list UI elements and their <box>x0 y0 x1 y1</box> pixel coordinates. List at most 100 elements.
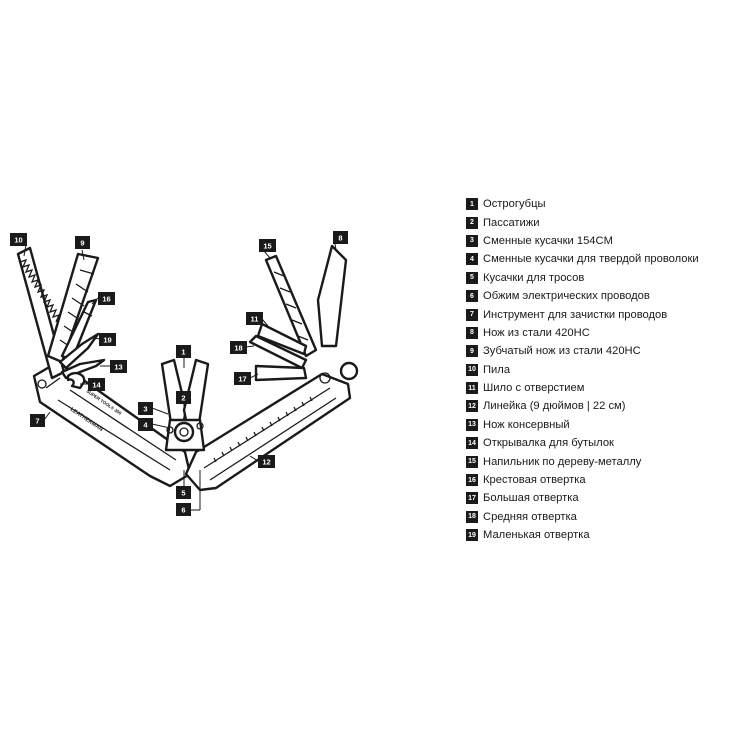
callout-1: 1 <box>176 345 191 358</box>
svg-text:3: 3 <box>143 405 147 414</box>
legend-number: 3 <box>466 234 478 247</box>
callout-5: 5 <box>176 486 191 499</box>
legend-item: 16 Крестовая отвертка <box>466 471 732 489</box>
svg-text:5: 5 <box>181 489 185 498</box>
large-screwdriver <box>254 364 308 382</box>
legend-number: 10 <box>466 363 478 376</box>
svg-text:16: 16 <box>102 295 110 304</box>
svg-text:7: 7 <box>35 417 39 426</box>
legend-label: Пила <box>483 363 511 376</box>
legend-number: 11 <box>466 382 478 395</box>
callout-18: 18 <box>230 341 247 354</box>
svg-text:9: 9 <box>80 239 84 248</box>
small-screwdriver <box>58 332 100 370</box>
callout-7: 7 <box>30 414 45 427</box>
legend-number: 12 <box>466 400 478 413</box>
callout-15: 15 <box>259 239 276 252</box>
svg-text:12: 12 <box>262 458 270 467</box>
callout-12: 12 <box>258 455 275 468</box>
legend-label: Нож из стали 420НС <box>483 326 590 339</box>
legend-item: 2 Пассатижи <box>466 213 732 231</box>
callout-3: 3 <box>138 402 153 415</box>
legend-item: 13 Нож консервный <box>466 416 732 434</box>
legend-label: Средняя отвертка <box>483 510 577 523</box>
callout-4: 4 <box>138 418 153 431</box>
legend-number: 17 <box>466 492 478 505</box>
legend-label: Пассатижи <box>483 216 540 229</box>
legend-number: 1 <box>466 198 478 211</box>
callout-17: 17 <box>234 372 251 385</box>
pliers <box>160 358 210 452</box>
legend-label: Обжим электрических проводов <box>483 290 650 303</box>
straight-knife <box>316 244 348 348</box>
callout-10: 10 <box>10 233 27 246</box>
legend-label: Линейка (9 дюймов | 22 см) <box>483 400 626 413</box>
multitool-diagram: LEATHERMAN SUPER TOOL® 300 <box>10 231 359 516</box>
legend-item: 19 Маленькая отвертка <box>466 526 732 544</box>
callout-16: 16 <box>98 292 115 305</box>
svg-text:15: 15 <box>263 242 271 251</box>
legend-number: 2 <box>466 216 478 229</box>
legend-number: 18 <box>466 510 478 523</box>
file-tool <box>264 254 318 358</box>
callout-6: 6 <box>176 503 191 516</box>
callout-14: 14 <box>88 378 105 391</box>
legend-label: Напильник по дереву-металлу <box>483 455 642 468</box>
awl-tool <box>256 322 308 356</box>
legend-number: 8 <box>466 326 478 339</box>
svg-text:6: 6 <box>181 506 185 515</box>
legend-label: Большая отвертка <box>483 492 579 505</box>
legend-label: Сменные кусачки для твердой проволоки <box>483 253 699 266</box>
legend-item: 10 Пила <box>466 361 732 379</box>
callout-19: 19 <box>99 333 116 346</box>
svg-text:4: 4 <box>143 421 148 430</box>
svg-text:17: 17 <box>238 375 246 384</box>
legend-label: Маленькая отвертка <box>483 529 590 542</box>
legend-number: 4 <box>466 253 478 266</box>
legend-label: Крестовая отвертка <box>483 474 586 487</box>
svg-text:2: 2 <box>181 394 185 403</box>
legend-item: 5 Кусачки для тросов <box>466 269 732 287</box>
svg-text:13: 13 <box>114 363 122 372</box>
legend-number: 9 <box>466 345 478 358</box>
legend-number: 14 <box>466 437 478 450</box>
legend-item: 7 Инструмент для зачистки проводов <box>466 305 732 323</box>
legend-number: 15 <box>466 455 478 468</box>
legend-item: 18 Средняя отвертка <box>466 508 732 526</box>
medium-screwdriver <box>248 334 308 370</box>
svg-text:18: 18 <box>234 344 242 353</box>
legend-item: 3 Сменные кусачки 154CM <box>466 232 732 250</box>
svg-text:1: 1 <box>181 348 185 357</box>
legend-label: Шило с отверстием <box>483 382 585 395</box>
legend-number: 16 <box>466 474 478 487</box>
right-handle <box>184 361 359 492</box>
callout-13: 13 <box>110 360 127 373</box>
legend-label: Сменные кусачки 154CM <box>483 234 613 247</box>
callout-8: 8 <box>333 231 348 244</box>
legend-item: 6 Обжим электрических проводов <box>466 287 732 305</box>
svg-text:11: 11 <box>251 315 259 324</box>
legend-item: 11 Шило с отверстием <box>466 379 732 397</box>
callout-11: 11 <box>246 312 263 325</box>
svg-text:19: 19 <box>103 336 111 345</box>
legend-number: 13 <box>466 418 478 431</box>
svg-text:8: 8 <box>338 234 342 243</box>
legend-item: 8 Нож из стали 420НС <box>466 324 732 342</box>
legend-number: 7 <box>466 308 478 321</box>
legend-label: Нож консервный <box>483 418 570 431</box>
legend-number: 5 <box>466 271 478 284</box>
callout-2: 2 <box>176 391 191 404</box>
callout-9: 9 <box>75 236 90 249</box>
legend-item: 17 Большая отвертка <box>466 489 732 507</box>
svg-text:14: 14 <box>92 381 101 390</box>
legend-label: Кусачки для тросов <box>483 271 585 284</box>
legend-label: Инструмент для зачистки проводов <box>483 308 668 321</box>
legend-number: 6 <box>466 290 478 303</box>
legend-number: 19 <box>466 529 478 542</box>
legend-item: 12 Линейка (9 дюймов | 22 см) <box>466 397 732 415</box>
legend-label: Зубчатый нож из стали 420НС <box>483 345 641 358</box>
legend-item: 9 Зубчатый нож из стали 420НС <box>466 342 732 360</box>
legend-item: 15 Напильник по дереву-металлу <box>466 452 732 470</box>
